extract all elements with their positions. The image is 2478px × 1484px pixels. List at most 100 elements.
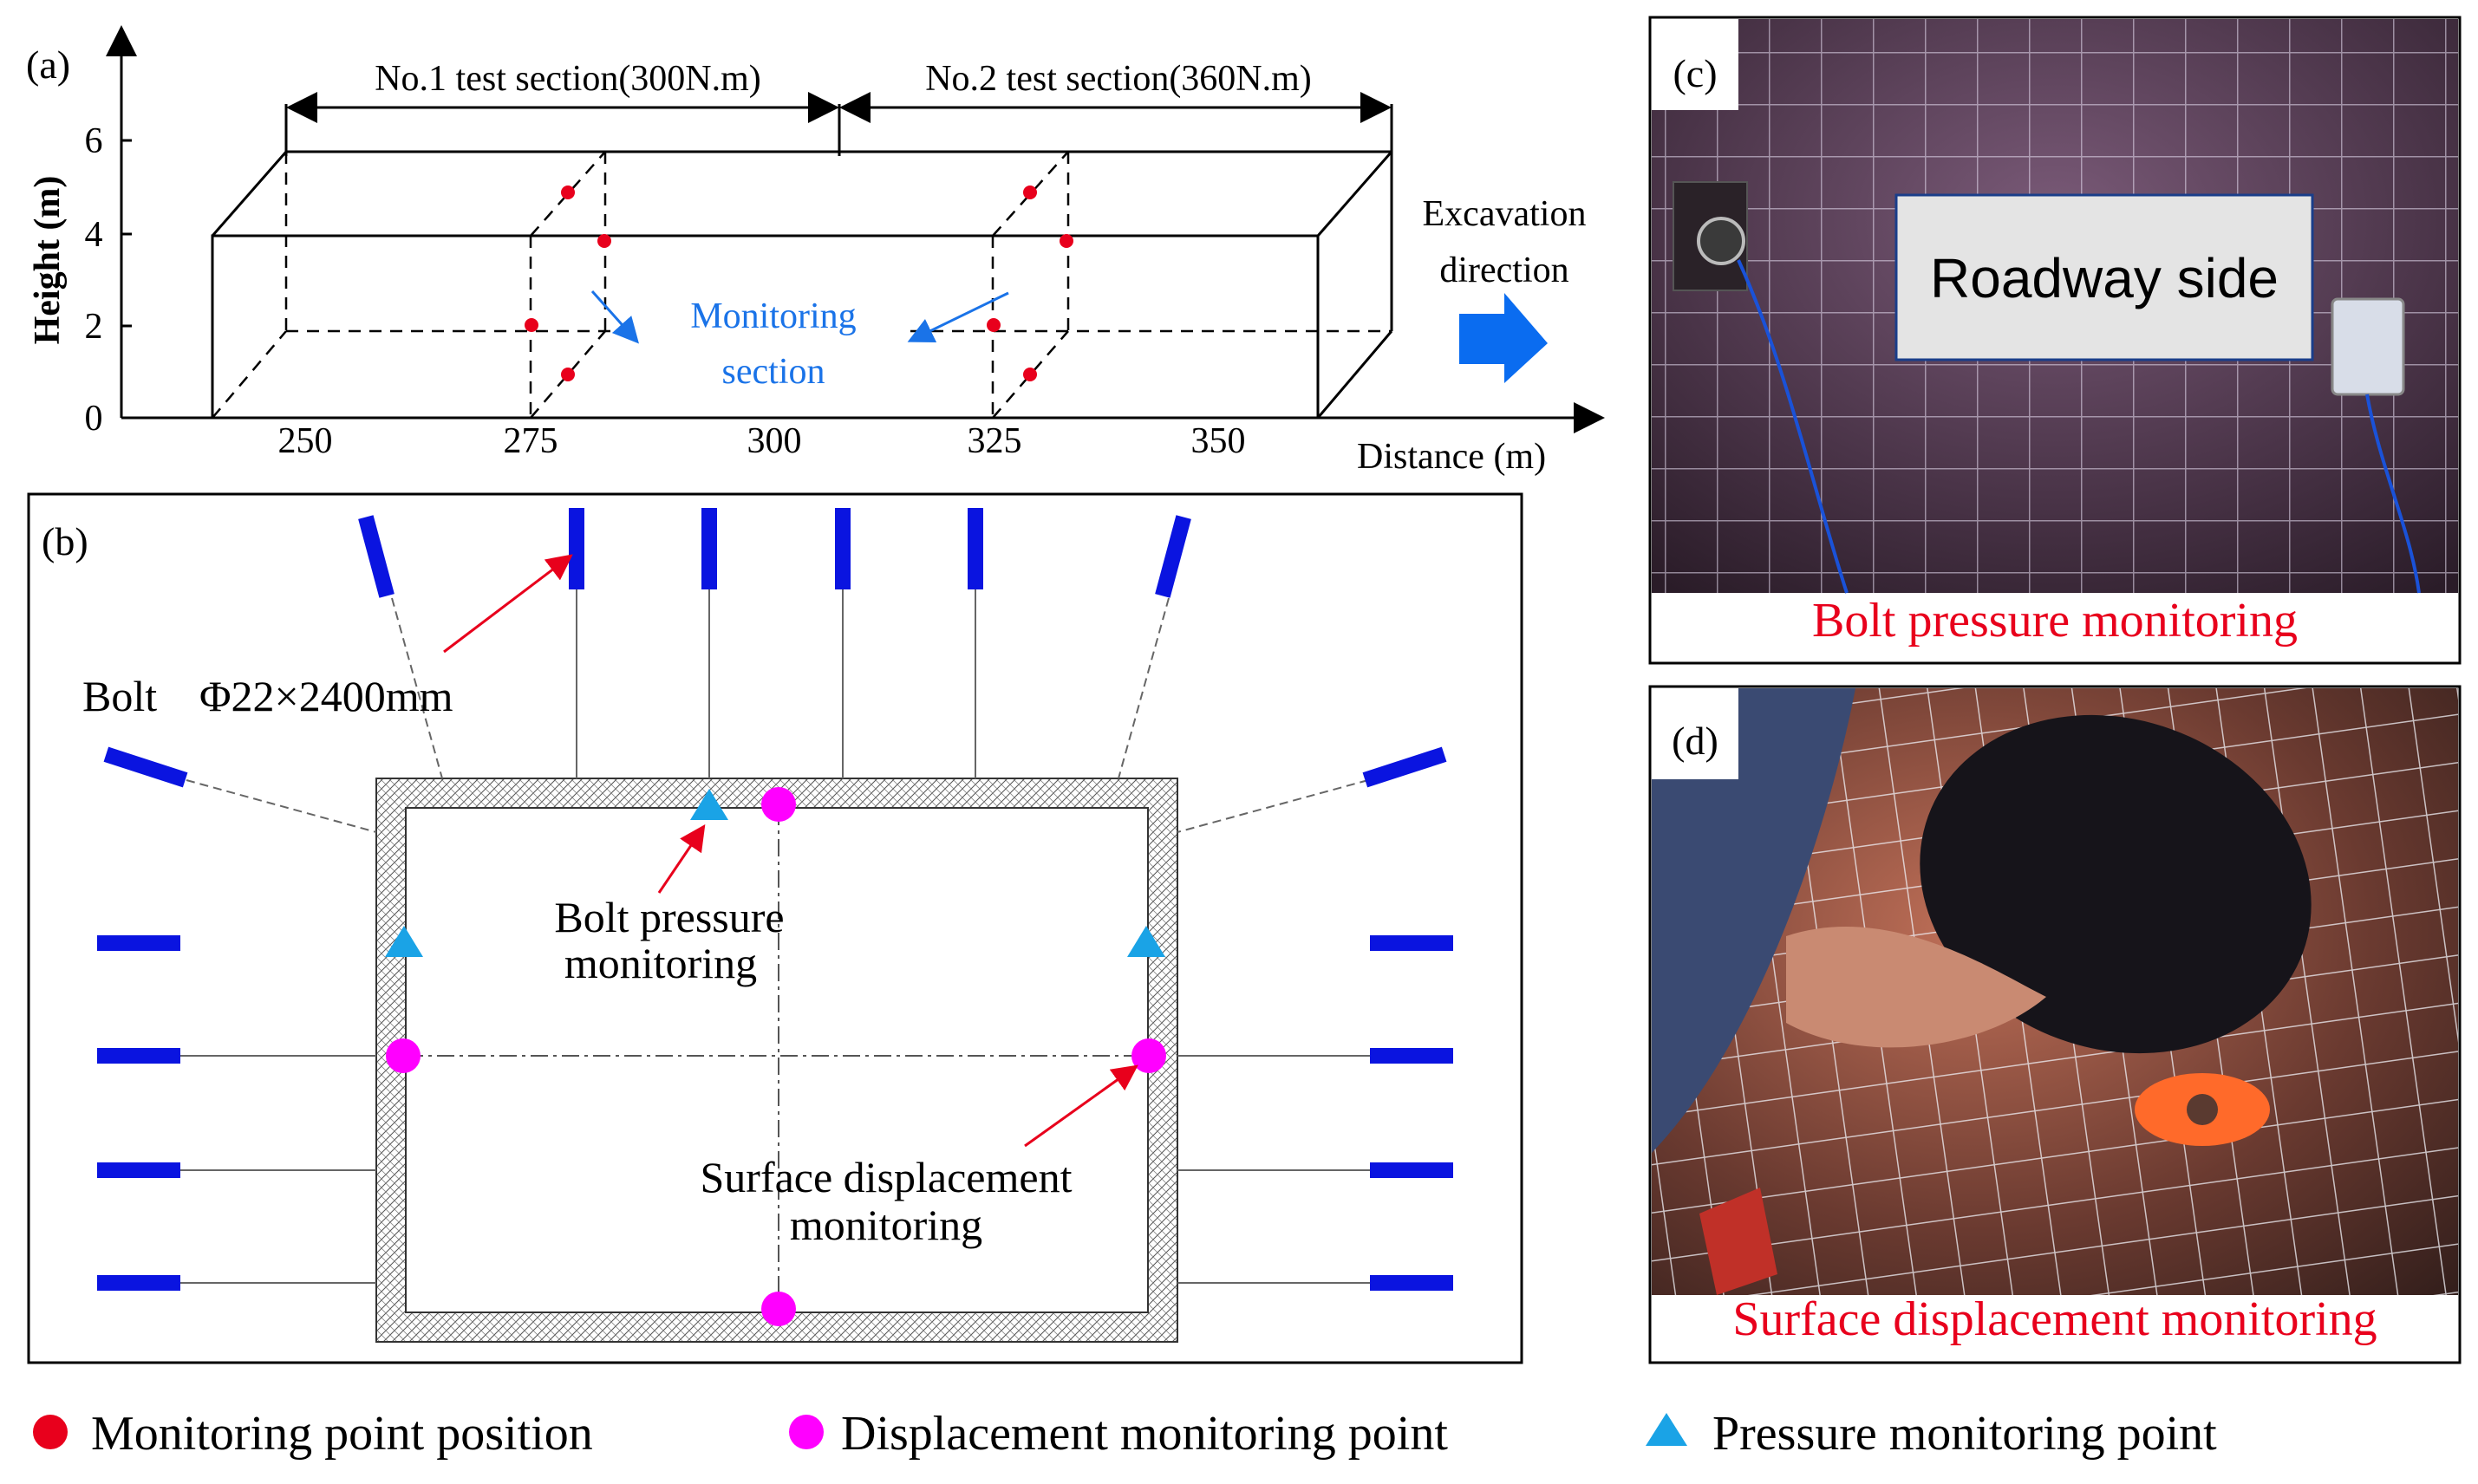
pressure-sensor-icon xyxy=(1697,217,1745,265)
monitoring-label: Monitoring xyxy=(690,296,856,336)
bolt xyxy=(569,508,584,589)
y-tick-label: 0 xyxy=(85,399,103,439)
monitoring-point xyxy=(561,368,575,381)
panel-d-label: (d) xyxy=(1672,719,1718,763)
legend-pressure-label: Pressure monitoring point xyxy=(1712,1407,2217,1461)
section2-label: No.2 test section(360N.m) xyxy=(925,59,1312,99)
pressure-point xyxy=(1127,926,1165,957)
roadway-opening xyxy=(405,807,1149,1313)
x-tick-label: 300 xyxy=(747,421,802,461)
surface-label: Surface displacement xyxy=(701,1153,1073,1201)
panel-a: (a) 0 2 4 6 Height (m) 250 275 300 325 3… xyxy=(26,25,1605,477)
excavation-label: direction xyxy=(1439,251,1568,290)
bolt xyxy=(103,746,188,788)
excavation-label: Excavation xyxy=(1423,194,1587,234)
bolt xyxy=(1370,1162,1453,1178)
bolt xyxy=(1370,1048,1453,1064)
bolt xyxy=(968,508,983,589)
monitoring-points xyxy=(525,186,1073,381)
y-tick-label: 2 xyxy=(85,307,103,347)
pressure-label: monitoring xyxy=(564,939,757,987)
worker-face xyxy=(1786,927,2046,1048)
monitoring-point xyxy=(1023,186,1037,199)
legend-displacement-label: Displacement monitoring point xyxy=(841,1407,1448,1461)
sensor-cable xyxy=(1737,259,1849,594)
bolt xyxy=(97,935,180,951)
y-ticks: 0 2 4 6 xyxy=(85,121,132,439)
headlamp-lens xyxy=(2187,1094,2218,1125)
bolt xyxy=(97,1275,180,1291)
monitoring-label-bg xyxy=(633,290,910,394)
displacement-points xyxy=(386,787,1166,1326)
x-tick-label: 325 xyxy=(968,421,1022,461)
panel-d: (d) Surface displacement monitoring xyxy=(1648,685,2462,1364)
bolt xyxy=(1370,935,1453,951)
section1-label: No.1 test section(300N.m) xyxy=(375,59,761,99)
x-tick-label: 250 xyxy=(278,421,333,461)
monitoring-point xyxy=(597,234,611,248)
side-bolts xyxy=(97,935,1453,1291)
x-ticks: 250 275 300 325 350 xyxy=(278,421,1246,461)
y-axis-label: Height (m) xyxy=(28,176,68,345)
displacement-point xyxy=(761,787,796,822)
legend-pressure-marker xyxy=(1646,1413,1687,1446)
y-tick-label: 4 xyxy=(85,215,103,255)
bolt xyxy=(97,1162,180,1178)
panel-d-caption: Surface displacement monitoring xyxy=(1732,1292,2377,1346)
surface-pointer-arrow xyxy=(1024,1064,1138,1148)
monitoring-point xyxy=(987,318,1001,332)
measuring-tool-icon xyxy=(1699,1188,1777,1295)
x-tick-label: 275 xyxy=(504,421,558,461)
worker-shoulder xyxy=(1652,688,1855,1153)
panel-c: Roadway side (c) Bolt pressure monitorin… xyxy=(1648,16,2462,665)
bolt-label: Bolt xyxy=(82,672,157,720)
legend-displacement-marker xyxy=(789,1415,824,1449)
pressure-pointer-arrow xyxy=(657,824,706,894)
displacement-point xyxy=(761,1292,796,1326)
monitoring-label: section xyxy=(722,352,825,392)
monitoring-point xyxy=(561,186,575,199)
bolt xyxy=(97,1048,180,1064)
surface-label: monitoring xyxy=(790,1201,982,1249)
panel-c-label: (c) xyxy=(1673,51,1717,95)
legend: Monitoring point position Displacement m… xyxy=(33,1407,2217,1461)
pressure-points xyxy=(385,789,1165,957)
bolt xyxy=(701,508,717,589)
data-logger-icon xyxy=(2331,297,2405,396)
y-tick-label: 6 xyxy=(85,121,103,161)
monitoring-point xyxy=(525,318,538,332)
bolt xyxy=(358,515,395,598)
panel-a-label: (a) xyxy=(26,42,70,87)
panel-d-label-bg xyxy=(1652,688,1738,779)
monitoring-arrow xyxy=(907,291,1009,342)
bolt xyxy=(1370,1275,1453,1291)
displacement-point xyxy=(1131,1038,1166,1073)
pressure-point xyxy=(690,789,728,820)
roadway-sign-text: Roadway side xyxy=(1930,247,2279,309)
displacement-point xyxy=(386,1038,421,1073)
helmet-icon xyxy=(1920,714,2312,1054)
bolt-spec: Φ22×2400mm xyxy=(199,672,453,720)
corner-bolts xyxy=(103,746,1447,833)
roadway-sign xyxy=(1894,193,2314,361)
panel-b-label: (b) xyxy=(42,519,88,563)
legend-monitoring-label: Monitoring point position xyxy=(91,1407,593,1461)
section-dimension xyxy=(284,92,1393,156)
logger-cable xyxy=(2365,394,2421,594)
pressure-point xyxy=(385,926,423,957)
x-tick-label: 350 xyxy=(1191,421,1246,461)
bolt-pointer-arrow xyxy=(443,554,573,654)
x-axis-label: Distance (m) xyxy=(1357,437,1546,477)
monitoring-arrow xyxy=(590,290,639,344)
pressure-label: Bolt pressure xyxy=(554,893,784,941)
bolt xyxy=(1362,746,1447,788)
excavation-arrow-icon xyxy=(1459,293,1548,383)
bolt xyxy=(835,508,851,589)
bolt xyxy=(1155,515,1191,598)
top-bolts xyxy=(358,508,1191,779)
panel-b: (b) xyxy=(27,492,1523,1364)
panel-c-label-bg xyxy=(1652,19,1738,110)
monitoring-point xyxy=(1023,368,1037,381)
legend-monitoring-marker xyxy=(33,1415,68,1449)
